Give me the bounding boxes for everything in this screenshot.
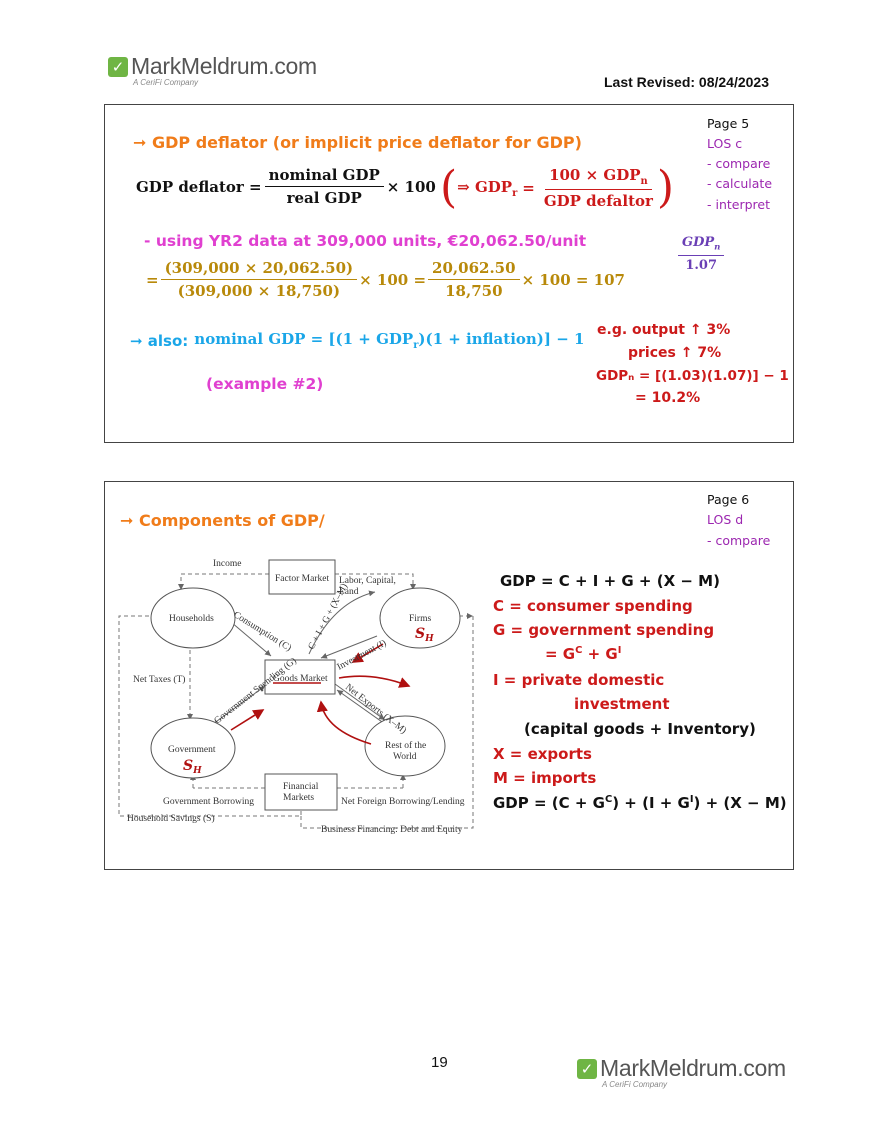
def-g: G = government spending <box>493 621 715 639</box>
heading-components-gdp: ➞ Components of GDP/ <box>120 511 325 530</box>
open-paren: ( <box>440 162 458 213</box>
red-annotations <box>230 643 411 745</box>
footer-brand-name: MarkMeldrum.com <box>600 1055 786 1081</box>
business-financing-label: Business Financing: Debt and Equity <box>321 825 463 835</box>
gdp-deflator-formula: GDP deflator = nominal GDP real GDP × 10… <box>136 166 436 207</box>
households-node <box>150 587 236 649</box>
last-revised: Last Revised: 08/24/2023 <box>604 74 769 90</box>
calc-mid: × 100 = <box>359 270 427 289</box>
firms-label: Firms <box>409 614 431 624</box>
households-label: Households <box>169 614 214 624</box>
heading-gdp-deflator: ➞ GDP deflator (or implicit price deflat… <box>133 133 582 152</box>
formula-times: × 100 <box>386 177 436 196</box>
eg-output: e.g. output ↑ 3% <box>597 322 731 338</box>
equals-sign: = <box>522 179 535 197</box>
calc-equals: = <box>146 270 159 289</box>
los-item-compare-6: - compare <box>707 533 771 548</box>
factor-market-box <box>268 559 336 595</box>
calc-numerator-2: 20,062.50 <box>428 259 520 280</box>
brand-sub: A CeriFi Company <box>133 78 199 87</box>
financial-markets-box <box>264 773 338 811</box>
los-item-compare: - compare <box>707 156 771 171</box>
government-label: Government <box>168 745 216 755</box>
government-node <box>150 717 236 779</box>
footer-brand-sub: A CeriFi Company <box>602 1080 668 1089</box>
implies-label: ⇒ GDPr <box>457 177 518 199</box>
check-icon: ✓ <box>108 57 128 77</box>
factor-market-label: Factor Market <box>275 574 329 584</box>
los-label-d: LOS d <box>707 512 744 527</box>
real-gdp-formula: ( ⇒ GDPr = 100 × GDPn GDP defaltor ) <box>440 162 675 213</box>
gdp-expanded: GDP = (C + GC) + (I + GI) + (X − M) <box>493 794 787 812</box>
financial-label-2: Markets <box>283 793 314 803</box>
def-i-capital: (capital goods + Inventory) <box>524 720 756 738</box>
footer-logo: ✓ MarkMeldrum.com A CeriFi Company <box>577 1056 786 1089</box>
income-label: Income <box>213 559 242 569</box>
dashed-flows <box>118 573 474 829</box>
slide-page-5 <box>104 104 794 443</box>
gdp-equation: GDP = C + I + G + (X − M) <box>500 572 720 590</box>
using-yr2-data: - using YR2 data at 309,000 units, €20,0… <box>144 232 587 250</box>
def-i: I = private domestic <box>493 671 665 689</box>
def-g-split: = GC + GI <box>545 645 622 663</box>
sh-firms-annotation: SH <box>415 626 434 644</box>
rest-world-label-1: Rest of the <box>385 740 426 751</box>
formula-lhs: GDP deflator = <box>136 177 262 196</box>
rest-world-label-2: World <box>393 752 417 762</box>
net-foreign-label: Net Foreign Borrowing/Lending <box>341 797 465 807</box>
brand-name: MarkMeldrum.com <box>131 53 317 79</box>
formula-denominator: real GDP <box>286 189 362 207</box>
los-label-c: LOS c <box>707 136 743 151</box>
eg-prices: prices ↑ 7% <box>628 345 722 361</box>
page-number: 19 <box>431 1054 448 1071</box>
goods-market-box <box>264 659 336 695</box>
land-label: Land <box>339 587 359 597</box>
def-x: X = exports <box>493 745 592 763</box>
goods-market-label: Goods Market <box>273 674 328 684</box>
solid-flows <box>212 590 386 725</box>
eg-result: = 10.2% <box>635 390 701 406</box>
net-taxes-label: Net Taxes (T) <box>133 674 185 685</box>
def-c: C = consumer spending <box>493 597 693 615</box>
real-gdp-denominator: GDP defaltor <box>543 192 653 210</box>
def-i-investment: investment <box>574 695 670 713</box>
firms-node <box>379 587 461 649</box>
sh-government-annotation: SH <box>183 758 202 776</box>
calc-denominator-1: (309,000 × 18,750) <box>177 282 341 300</box>
financial-label-1: Financial <box>283 782 319 792</box>
check-icon: ✓ <box>577 1059 597 1079</box>
consumption-label: Consumption (C) <box>231 609 293 653</box>
calc-denominator-2: 18,750 <box>445 282 503 300</box>
page-label-5: Page 5 <box>707 116 750 131</box>
close-paren: ) <box>656 162 675 213</box>
also-label: ➞ also: <box>130 331 189 350</box>
labor-label: Labor, Capital, <box>339 576 396 586</box>
circular-flow-diagram: Income Factor Market Labor, Capital, Lan… <box>118 559 474 835</box>
side-fraction: GDPn 1.07 <box>678 235 725 273</box>
brand-logo: ✓ MarkMeldrum.com A CeriFi Company <box>108 54 317 87</box>
deflator-calculation: = (309,000 × 20,062.50) (309,000 × 18,75… <box>146 259 625 300</box>
also-formula: ➞ also: nominal GDP = [(1 + GDPr)(1 + in… <box>130 330 585 351</box>
calc-result: × 100 = 107 <box>521 270 625 289</box>
formula-numerator: nominal GDP <box>264 166 384 187</box>
investment-label: Investment (I) <box>335 638 388 673</box>
rest-of-world-node <box>364 715 446 777</box>
calc-numerator-1: (309,000 × 20,062.50) <box>160 259 358 280</box>
example-2: (example #2) <box>206 375 324 393</box>
def-m: M = imports <box>493 769 597 787</box>
los-item-interpret: - interpret <box>707 197 771 212</box>
los-item-calculate: - calculate <box>707 176 773 191</box>
gov-borrowing-label: Government Borrowing <box>163 797 254 807</box>
real-gdp-numerator: 100 × GDPn <box>545 166 652 190</box>
household-savings-label: Household Savings (S) <box>127 813 215 824</box>
eg-gdpn: GDPₙ = [(1.03)(1.07)] − 1 <box>596 368 789 384</box>
slide-page-6 <box>104 481 794 870</box>
page-label-6: Page 6 <box>707 492 750 507</box>
